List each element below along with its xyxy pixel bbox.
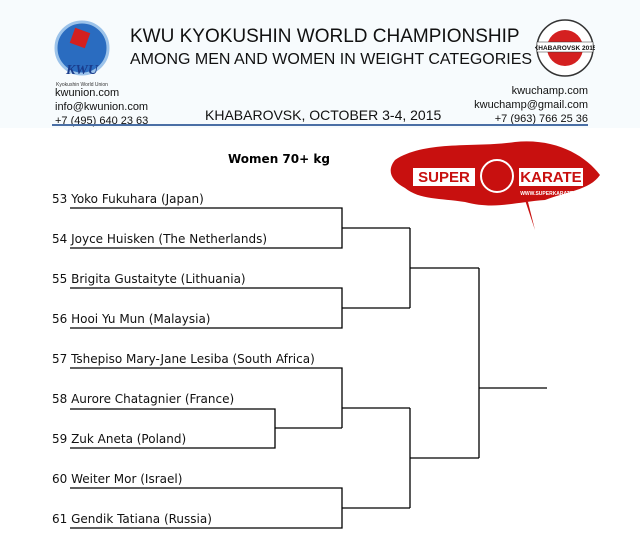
participant-58: 58 Aurore Chatagnier (France)	[52, 392, 235, 406]
svg-text:KWU: KWU	[65, 63, 99, 78]
svg-text:Kyokushin World Union: Kyokushin World Union	[56, 82, 108, 88]
participant-59: 59 Zuk Aneta (Poland)	[52, 432, 187, 446]
bracket-semi-top	[409, 228, 479, 308]
kwu-logo: KWU Kyokushin World Union	[54, 20, 110, 88]
bracket-match-58-59	[70, 408, 342, 449]
logo-url: WWW.SUPERKARATE.RU	[520, 191, 582, 197]
header-divider	[52, 124, 588, 126]
phone: +7 (963) 766 25 36	[494, 113, 588, 125]
logo-word-super: SUPER	[418, 169, 470, 186]
bracket-final	[478, 268, 547, 458]
right-contacts: kwuchamp.com kwuchamp@gmail.com +7 (963)…	[474, 84, 588, 126]
participant-53: 53 Yoko Fukuhara (Japan)	[52, 192, 204, 206]
participant-60: 60 Weiter Mor (Israel)	[52, 472, 183, 486]
email-link[interactable]: kwuchamp@gmail.com	[474, 99, 588, 111]
document-header: KWU Kyokushin World Union KWU KYOKUSHIN …	[0, 0, 640, 128]
weight-category-title: Women 70+ kg	[228, 152, 330, 166]
participant-57: 57 Tshepiso Mary-Jane Lesiba (South Afri…	[52, 352, 315, 366]
bracket-match-57	[70, 367, 410, 428]
website-link[interactable]: kwuchamp.com	[511, 85, 588, 97]
location-date: KHABAROVSK, OCTOBER 3-4, 2015	[205, 107, 442, 123]
bracket-match-55-56	[70, 287, 410, 329]
svg-text:KHABAROVSK 2015: KHABAROVSK 2015	[535, 45, 595, 52]
superkarate-logo: SUPER KARATE WWW.SUPERKARATE.RU	[390, 141, 600, 230]
participant-61: 61 Gendik Tatiana (Russia)	[52, 512, 212, 526]
logo-word-karate: KARATE	[520, 169, 581, 186]
participant-56: 56 Hooi Yu Mun (Malaysia)	[52, 312, 211, 326]
championship-title: KWU KYOKUSHIN WORLD CHAMPIONSHIP	[130, 26, 520, 47]
championship-subtitle: AMONG MEN AND WOMEN IN WEIGHT CATEGORIES	[130, 51, 533, 68]
participant-55: 55 Brigita Gustaityte (Lithuania)	[52, 272, 246, 286]
participant-54: 54 Joyce Huisken (The Netherlands)	[52, 232, 268, 246]
email-link[interactable]: info@kwunion.com	[55, 101, 149, 113]
championship-emblem: KHABAROVSK 2015	[535, 19, 595, 77]
bracket-match-60-61	[70, 487, 410, 529]
bracket-match-53-54	[70, 207, 410, 249]
bracket-semi-bottom	[409, 408, 479, 508]
website-link[interactable]: kwunion.com	[55, 87, 120, 99]
